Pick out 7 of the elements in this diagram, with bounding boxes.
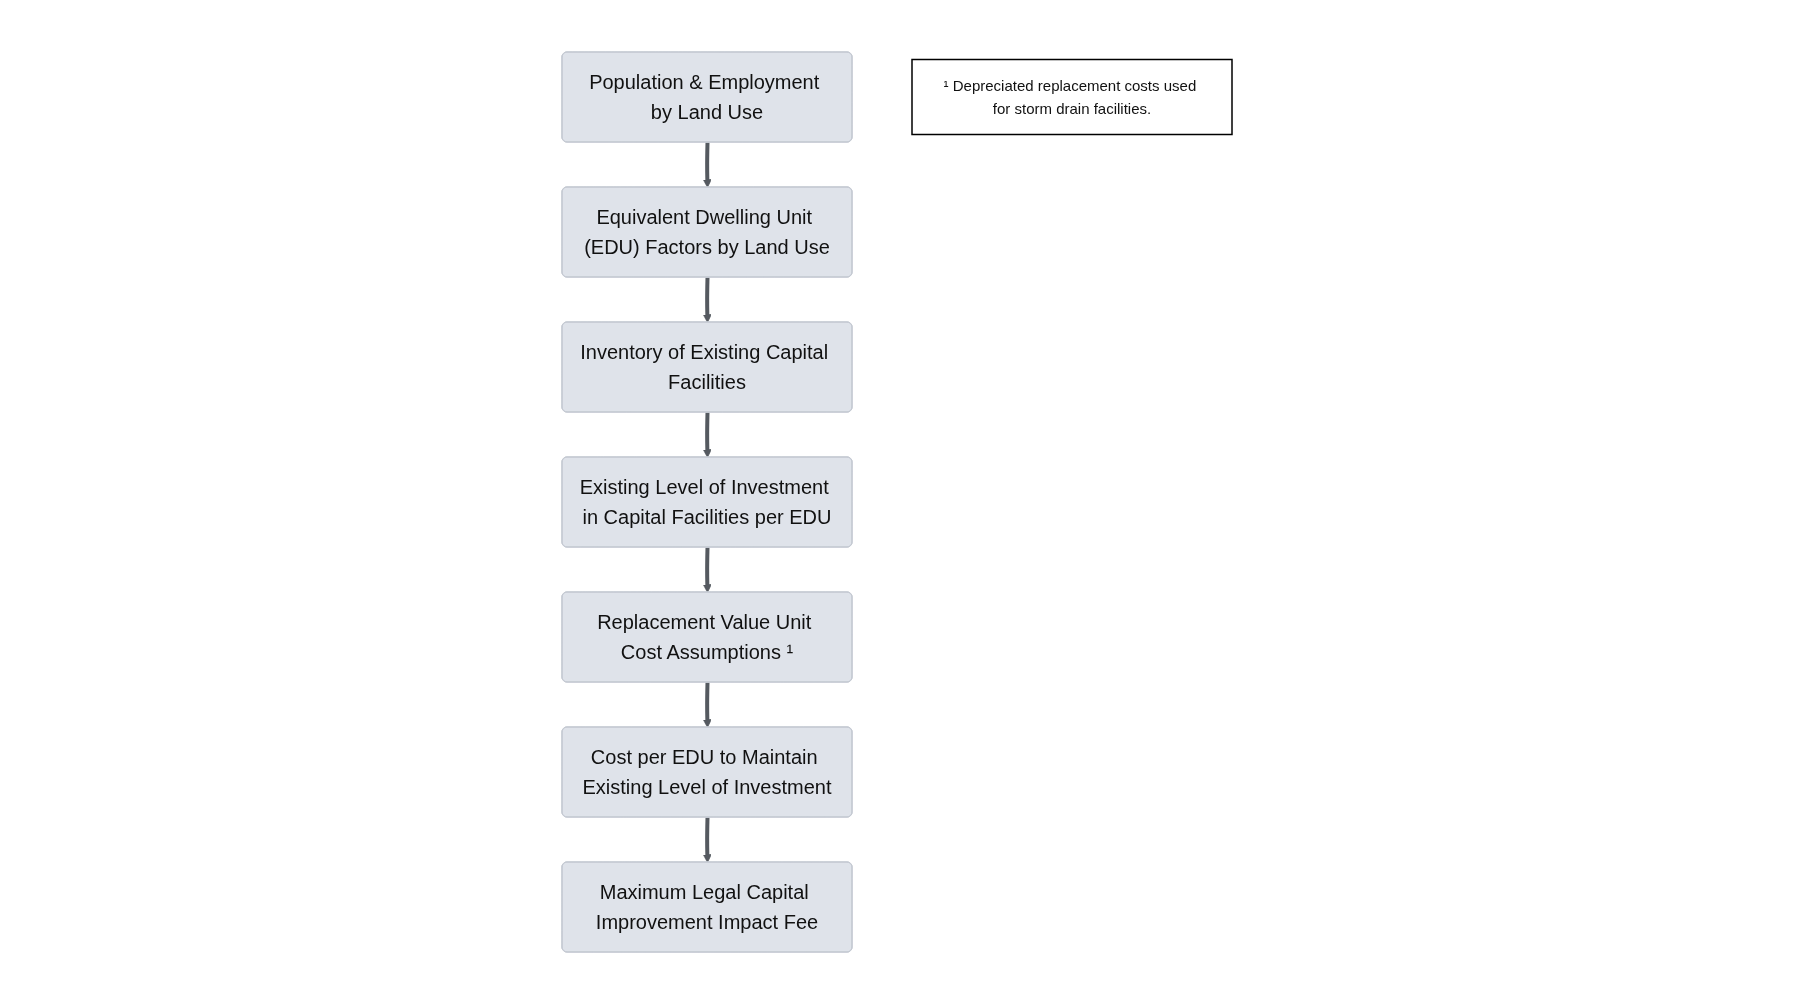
arrow bbox=[702, 682, 712, 728]
node-box: ¹ Depreciated replacement costs used for storm drain facilities. bbox=[911, 58, 1233, 136]
arrow bbox=[702, 412, 712, 458]
arrow bbox=[702, 547, 712, 593]
arrow bbox=[702, 277, 712, 323]
arrow bbox=[702, 817, 712, 863]
arrow bbox=[702, 142, 712, 188]
